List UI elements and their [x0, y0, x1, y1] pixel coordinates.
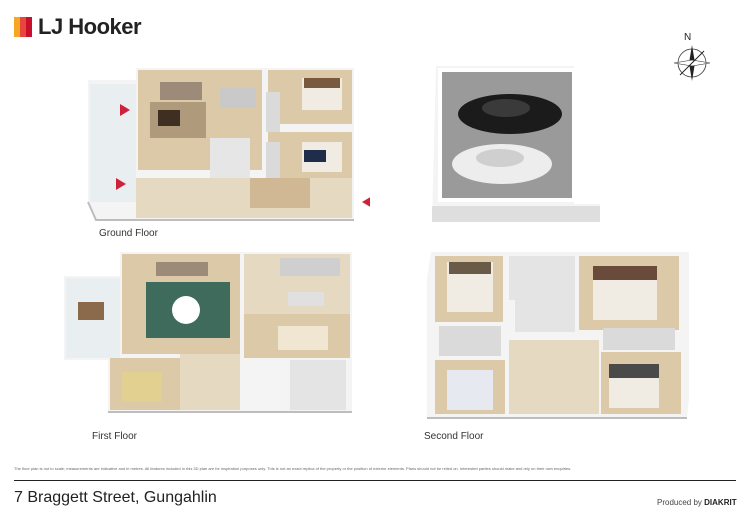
ground-floor-label: Ground Floor	[99, 228, 158, 239]
logo-mark-icon	[14, 17, 32, 37]
logo-text: LJ Hooker	[38, 14, 142, 39]
produced-by-brand: DIAKRIT	[704, 498, 737, 507]
produced-by: Produced by DIAKRIT	[657, 498, 737, 507]
property-address: 7 Braggett Street, Gungahlin	[14, 489, 217, 506]
compass-icon: N	[672, 32, 718, 84]
garage-plan	[430, 62, 602, 224]
compass-north-label: N	[684, 32, 692, 43]
footer-divider	[14, 480, 736, 481]
ground-floor-plan	[80, 62, 372, 224]
second-floor-plan	[425, 248, 697, 426]
first-floor-label: First Floor	[92, 431, 137, 442]
first-floor-plan	[60, 248, 360, 424]
lj-hooker-logo: LJ Hooker	[14, 14, 142, 40]
produced-by-prefix: Produced by	[657, 498, 702, 507]
second-floor-label: Second Floor	[424, 431, 484, 442]
disclaimer-text: The floor plan is not to scale; measurem…	[14, 466, 572, 471]
